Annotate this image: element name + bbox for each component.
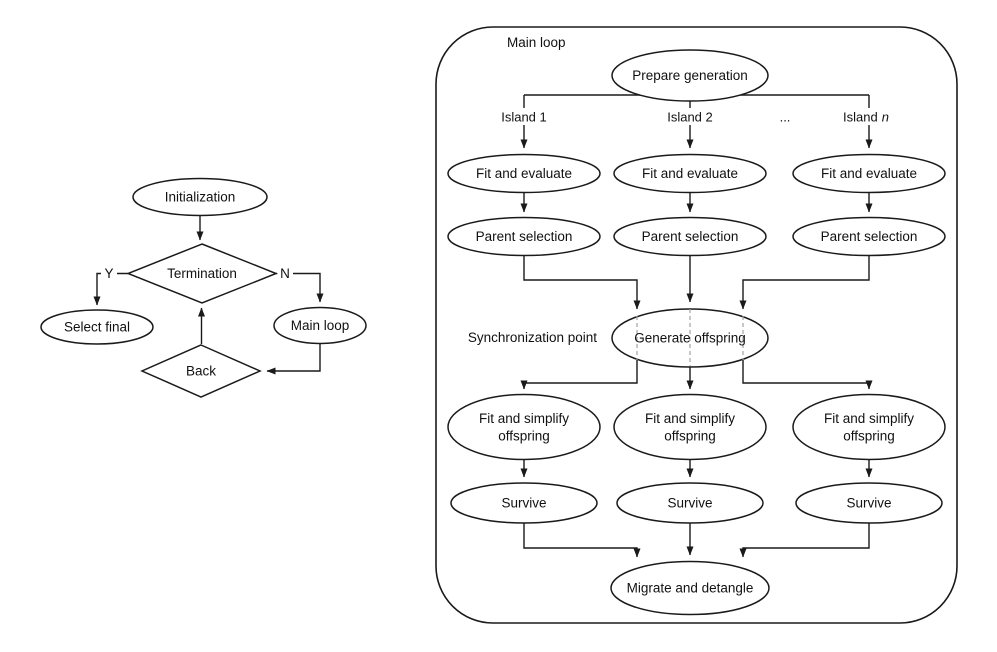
island-ellipsis-label: ... — [780, 110, 791, 125]
island-n-var: n — [882, 110, 889, 125]
island-n-label-bg — [840, 108, 893, 125]
main-loop-label: Main loop — [291, 318, 350, 333]
island1-label-bg — [497, 108, 551, 125]
island2-label-bg — [663, 108, 717, 125]
fit-and-evaluate-node-island2: Fit and evaluate — [613, 153, 767, 194]
fit-and-simplify-label-line1: Fit and simplify — [479, 411, 569, 426]
fit-and-simplify-label-line1: Fit and simplify — [645, 411, 735, 426]
island2-label: Island 2 — [667, 110, 713, 125]
fit-and-simplify-node-island2: Fit and simplify offspring — [613, 393, 767, 461]
main-loop-container — [435, 26, 958, 624]
branch-yes-label: Y — [104, 266, 113, 281]
back-node: Back — [140, 344, 262, 398]
termination-node: Termination — [125, 243, 279, 304]
parent-selection-label: Parent selection — [821, 229, 918, 244]
edge-generate-to-simplify3 — [742, 360, 873, 390]
back-label: Back — [186, 364, 216, 379]
fit-and-simplify-label-line1: Fit and simplify — [824, 411, 914, 426]
termination-diamond — [125, 243, 279, 304]
edge-generate-to-simplify1 — [520, 360, 638, 390]
survive-node-islandn: Survive — [795, 482, 943, 524]
select-final-node: Select final — [40, 309, 154, 345]
fit-and-evaluate-label: Fit and evaluate — [642, 166, 738, 181]
fit-and-simplify-label-line2: offspring — [664, 429, 716, 444]
termination-label: Termination — [167, 266, 237, 281]
fit-and-simplify-ellipse — [447, 393, 601, 461]
fit-and-simplify-label-line2: offspring — [843, 429, 895, 444]
main-loop-panel: Main loop Prepare generation Island 1 Is… — [435, 26, 958, 624]
generate-offspring-node: Generate offspring — [611, 308, 769, 368]
survive-label: Survive — [846, 496, 891, 511]
fit-and-simplify-ellipse — [613, 393, 767, 461]
main-loop-node: Main loop — [273, 306, 367, 345]
edge-survive3-to-migrate — [739, 523, 870, 558]
select-final-label: Select final — [64, 320, 130, 335]
generate-offspring-label: Generate offspring — [634, 331, 746, 346]
branch-yes-label-bg — [101, 265, 117, 282]
parent-selection-node-islandn: Parent selection — [792, 216, 946, 257]
main-loop-ellipse — [273, 306, 367, 345]
edge-survive1-to-migrate — [523, 523, 641, 558]
fit-and-simplify-node-islandn: Fit and simplify offspring — [792, 393, 946, 461]
left-flowchart: Y N Initialization Termination Select fi… — [40, 177, 367, 398]
initialization-ellipse — [132, 177, 268, 217]
edge-main-loop-to-back — [266, 343, 321, 375]
fit-and-simplify-label-line2: offspring — [498, 429, 550, 444]
fit-and-simplify-node-island1: Fit and simplify offspring — [447, 393, 601, 461]
parent-selection-label: Parent selection — [476, 229, 573, 244]
island1-label: Island 1 — [501, 110, 547, 125]
fit-and-evaluate-label: Fit and evaluate — [821, 166, 917, 181]
initialization-label: Initialization — [165, 190, 236, 205]
survive-label: Survive — [667, 496, 712, 511]
select-final-ellipse — [40, 309, 154, 345]
edge-termination-yes-to-select-final — [93, 272, 128, 306]
parent-selection-node-island1: Parent selection — [447, 216, 601, 257]
prepare-generation-node: Prepare generation — [611, 49, 769, 102]
fit-and-evaluate-node-islandn: Fit and evaluate — [792, 153, 946, 194]
survive-node-island1: Survive — [450, 482, 598, 524]
panel-title: Main loop — [507, 35, 566, 50]
survive-node-island2: Survive — [616, 482, 764, 524]
fit-and-evaluate-label: Fit and evaluate — [476, 166, 572, 181]
parent-selection-label: Parent selection — [642, 229, 739, 244]
migrate-and-detangle-label: Migrate and detangle — [627, 581, 754, 596]
back-diamond — [140, 344, 262, 398]
fit-and-simplify-ellipse — [792, 393, 946, 461]
fit-and-evaluate-node-island1: Fit and evaluate — [447, 153, 601, 194]
initialization-node: Initialization — [132, 177, 268, 217]
prepare-generation-label: Prepare generation — [632, 68, 748, 83]
migrate-and-detangle-node: Migrate and detangle — [610, 560, 770, 616]
survive-label: Survive — [501, 496, 546, 511]
parent-selection-node-island2: Parent selection — [613, 216, 767, 257]
edge-parent3-to-generate — [739, 255, 870, 310]
edge-parent1-to-generate — [523, 255, 641, 310]
island-n-prefix: Island — [843, 110, 878, 125]
migrate-and-detangle-ellipse — [610, 560, 770, 616]
branch-no-label-bg — [277, 265, 293, 282]
branch-no-label: N — [280, 266, 290, 281]
synchronization-point-label: Synchronization point — [468, 330, 597, 345]
